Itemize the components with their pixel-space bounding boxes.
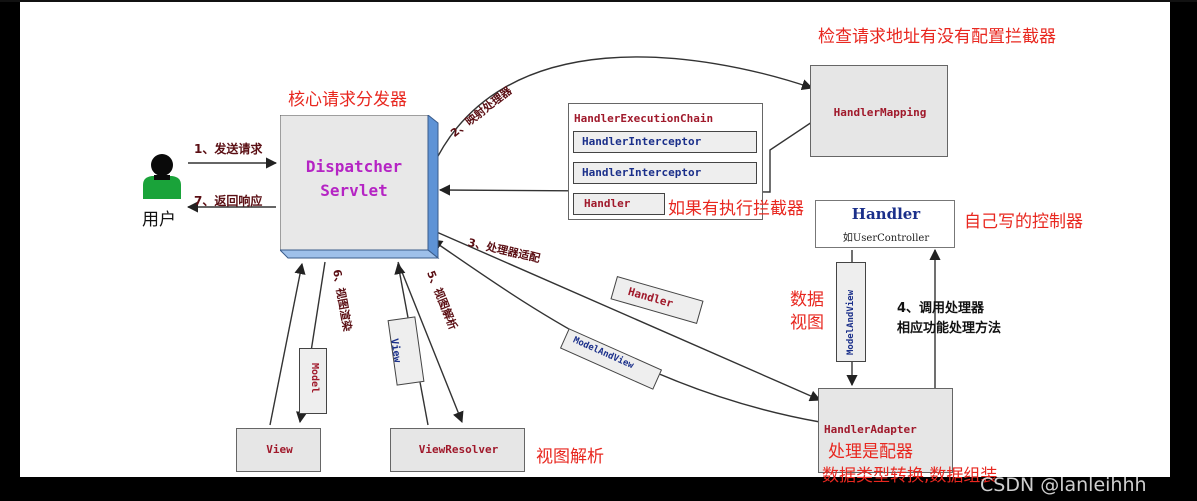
step-4-sub-label: 相应功能处理方法	[897, 321, 1002, 336]
step-4-label: 4、调用处理器	[897, 301, 985, 316]
flying-model-label: Model	[309, 363, 320, 394]
arrow-view-resolve	[397, 261, 464, 424]
user-label: 用户	[142, 210, 176, 230]
flying-model-tag: Model	[299, 348, 327, 414]
dispatcher-servlet-box: Dispatcher Servlet	[280, 115, 440, 260]
flying-view-label: View	[388, 337, 403, 364]
diagram-canvas	[20, 2, 1170, 477]
chain-handler-label: Handler	[584, 197, 631, 210]
handler-adapter-note-1: 处理是配器	[828, 442, 913, 462]
interceptor-label-2: HandlerInterceptor	[582, 166, 702, 179]
view-resolver-label: ViewResolver	[418, 443, 499, 456]
execution-chain-note: 如果有执行拦截器	[668, 199, 804, 219]
handler-mapping-box: HandlerMapping	[810, 65, 948, 157]
arrow-model-and-view-return	[431, 239, 821, 423]
handler-adapter-label: HandlerAdapter	[824, 423, 917, 436]
view-box: View	[236, 428, 321, 472]
execution-chain-title: HandlerExecutionChain	[574, 112, 714, 125]
handler-mapping-note: 检查请求地址有没有配置拦截器	[818, 27, 1056, 47]
arrow-view-render-back	[269, 262, 306, 426]
handler-adapter-note-2: 数据类型转换,数据组装	[822, 466, 998, 486]
dispatcher-note: 核心请求分发器	[288, 90, 407, 110]
execution-chain-box: HandlerExecutionChain HandlerInterceptor…	[568, 103, 763, 220]
view-resolver-box: ViewResolver	[390, 428, 525, 472]
handler-box: Handler 如UserController	[815, 200, 955, 248]
user-icon	[140, 153, 184, 199]
side-note-line1: 数据	[790, 290, 824, 310]
handler-adapter-box: HandlerAdapter	[818, 388, 953, 473]
chain-handler-box: Handler	[573, 193, 665, 215]
handler-title: Handler	[851, 205, 921, 223]
view-resolver-note: 视图解析	[536, 447, 604, 467]
model-and-view-vertical-box: ModelAndView	[836, 262, 866, 362]
step-1-label: 1、发送请求	[194, 142, 263, 156]
model-and-view-vertical-label: ModelAndView	[846, 289, 856, 355]
interceptor-label-1: HandlerInterceptor	[582, 135, 702, 148]
handler-mapping-label: HandlerMapping	[833, 106, 927, 119]
dispatcher-line1: Dispatcher	[305, 157, 403, 176]
handler-subtitle: 如UserController	[842, 233, 930, 244]
interceptor-box-1: HandlerInterceptor	[573, 131, 757, 153]
view-label: View	[266, 443, 293, 456]
watermark: CSDN @lanleihhh	[980, 474, 1147, 496]
top-edge-line	[0, 0, 1197, 2]
interceptor-box-2: HandlerInterceptor	[573, 162, 757, 184]
arrow-map-handler	[431, 56, 814, 169]
handler-note: 自己写的控制器	[964, 212, 1083, 232]
side-note-line2: 视图	[790, 313, 824, 333]
dispatcher-line2: Servlet	[320, 181, 388, 200]
step-7-label: 7、返回响应	[194, 194, 263, 208]
arrow-handler-adapt	[431, 229, 822, 402]
